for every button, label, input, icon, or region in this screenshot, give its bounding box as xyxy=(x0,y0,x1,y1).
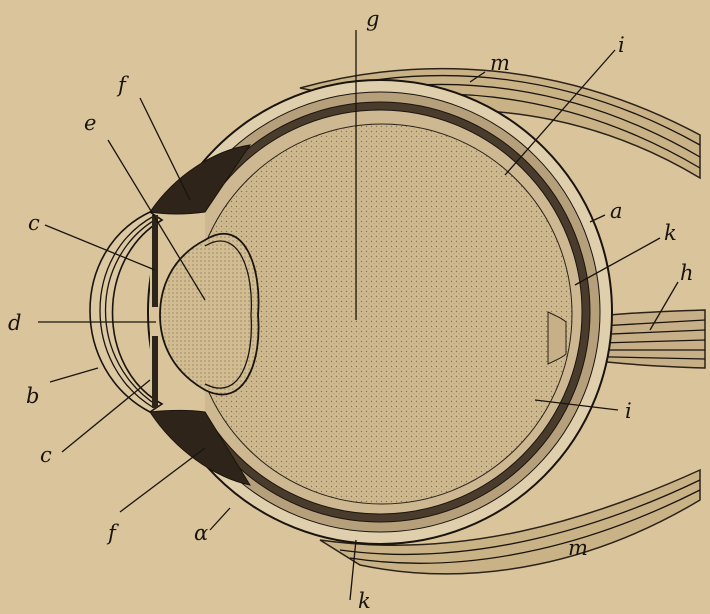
label-i-top: i xyxy=(618,33,625,57)
optic-disc xyxy=(548,312,566,364)
label-g: g xyxy=(366,7,379,31)
label-e: e xyxy=(84,111,96,135)
label-m-bottom: m xyxy=(568,536,588,560)
iris-lower xyxy=(152,336,158,408)
label-a-right: a xyxy=(610,199,623,223)
label-m-top: m xyxy=(490,51,510,75)
label-k-right: k xyxy=(664,221,677,245)
label-h: h xyxy=(680,261,694,285)
label-c-top: c xyxy=(28,211,40,235)
label-b: b xyxy=(26,384,39,408)
label-k-bottom: k xyxy=(358,589,371,613)
iris-upper xyxy=(152,215,158,307)
label-c-bottom: c xyxy=(40,443,52,467)
label-a-bottom: α xyxy=(194,521,208,545)
label-i-bottom: i xyxy=(625,399,632,423)
label-d: d xyxy=(8,311,21,335)
